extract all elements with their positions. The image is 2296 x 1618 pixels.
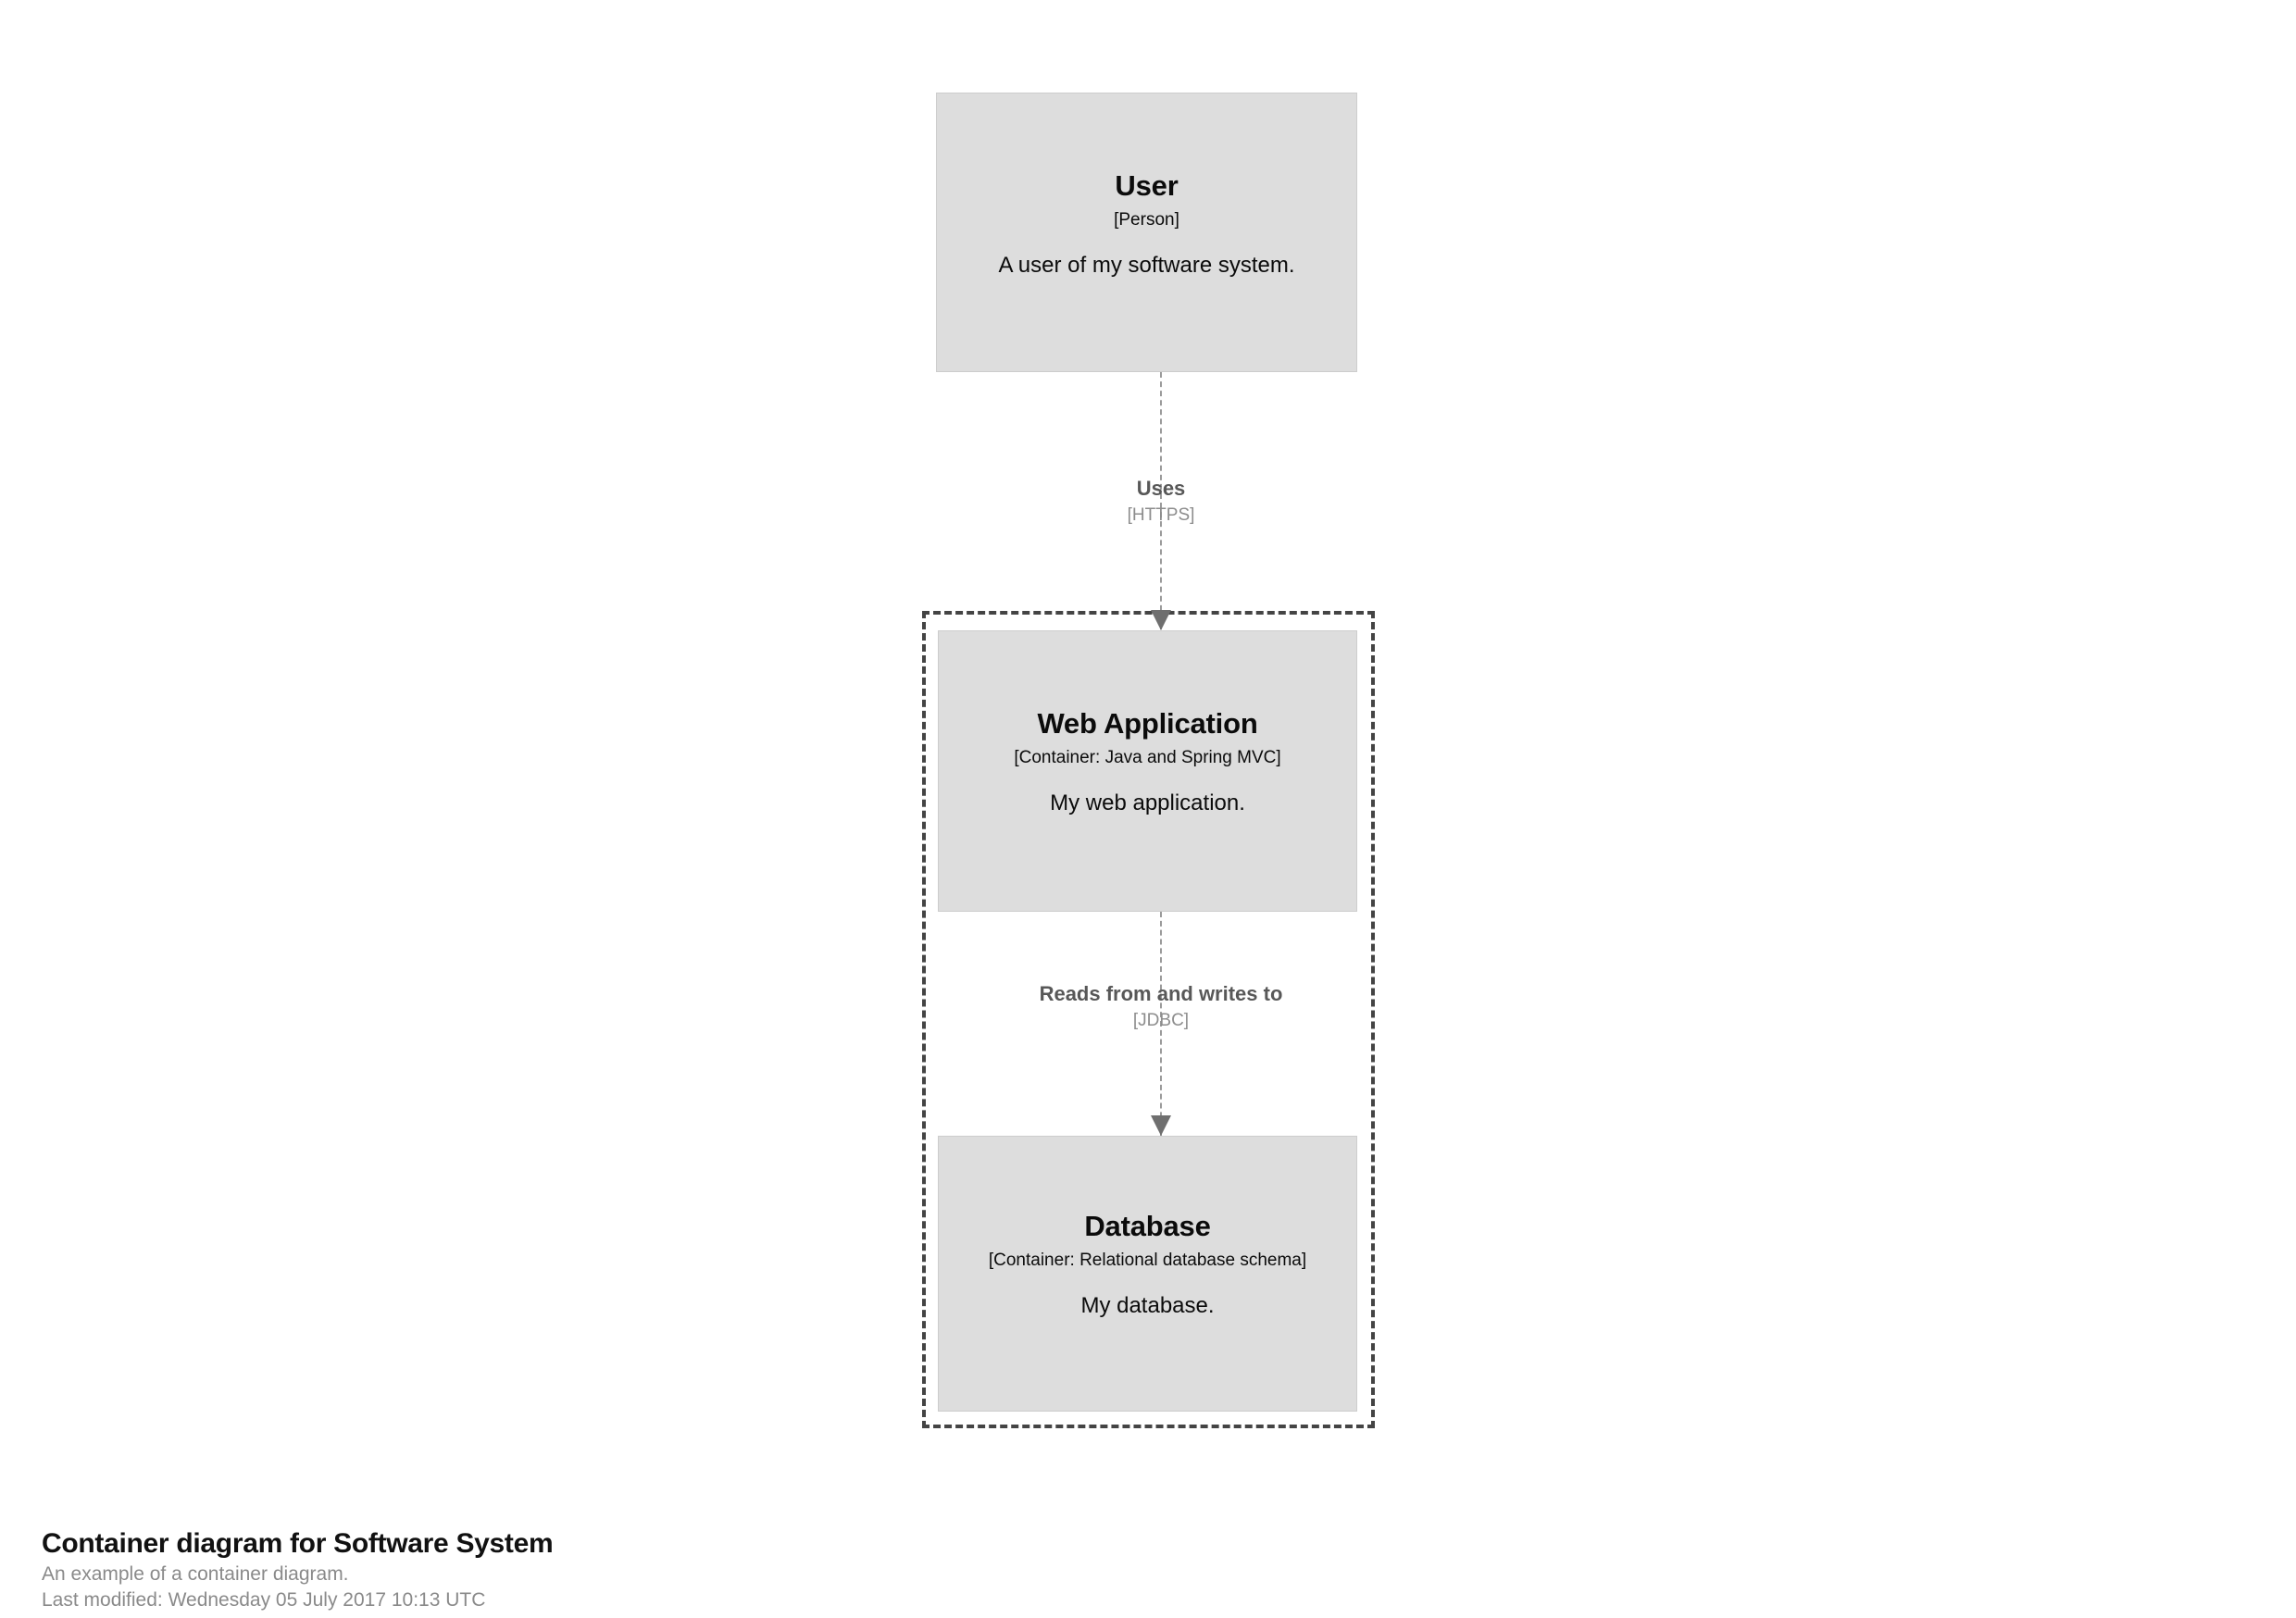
- caption-title: Container diagram for Software System: [42, 1528, 554, 1559]
- node-database[interactable]: Database [Container: Relational database…: [938, 1136, 1357, 1412]
- relationship-line-web-application-to-database: [1160, 912, 1162, 1136]
- node-user-title: User: [1115, 169, 1179, 202]
- node-user-technology: [Person]: [1114, 210, 1179, 230]
- relationship-technology-https: [HTTPS]: [1127, 504, 1195, 525]
- node-database-title: Database: [1084, 1210, 1211, 1242]
- caption-last-modified: Last modified: Wednesday 05 July 2017 10…: [42, 1589, 486, 1612]
- relationship-technology-jdbc: [JDBC]: [1132, 1010, 1190, 1030]
- caption-subtitle: An example of a container diagram.: [42, 1563, 349, 1585]
- relationship-label-web-application-to-database: Reads from and writes to [JDBC]: [1022, 981, 1300, 1031]
- node-database-description: My database.: [1080, 1292, 1215, 1318]
- diagram-caption: Container diagram for Software System An…: [42, 1525, 554, 1614]
- relationship-description-uses: Uses: [1136, 477, 1186, 500]
- relationship-label-user-to-web-application: Uses [HTTPS]: [976, 476, 1346, 526]
- node-web-application-title: Web Application: [1037, 707, 1258, 740]
- node-web-application-description: My web application.: [1050, 790, 1245, 815]
- relationship-description-reads-writes: Reads from and writes to: [1039, 982, 1283, 1005]
- node-database-technology: [Container: Relational database schema]: [988, 1251, 1307, 1271]
- relationship-arrowhead-user-to-web-application: [1151, 610, 1171, 630]
- relationship-arrowhead-web-application-to-database: [1151, 1115, 1171, 1136]
- node-user[interactable]: User [Person] A user of my software syst…: [936, 93, 1357, 372]
- node-user-description: A user of my software system.: [998, 252, 1295, 278]
- relationship-line-user-to-web-application: [1160, 372, 1162, 629]
- node-web-application-technology: [Container: Java and Spring MVC]: [1014, 748, 1281, 768]
- software-system-boundary[interactable]: [922, 611, 1375, 1428]
- node-web-application[interactable]: Web Application [Container: Java and Spr…: [938, 630, 1357, 912]
